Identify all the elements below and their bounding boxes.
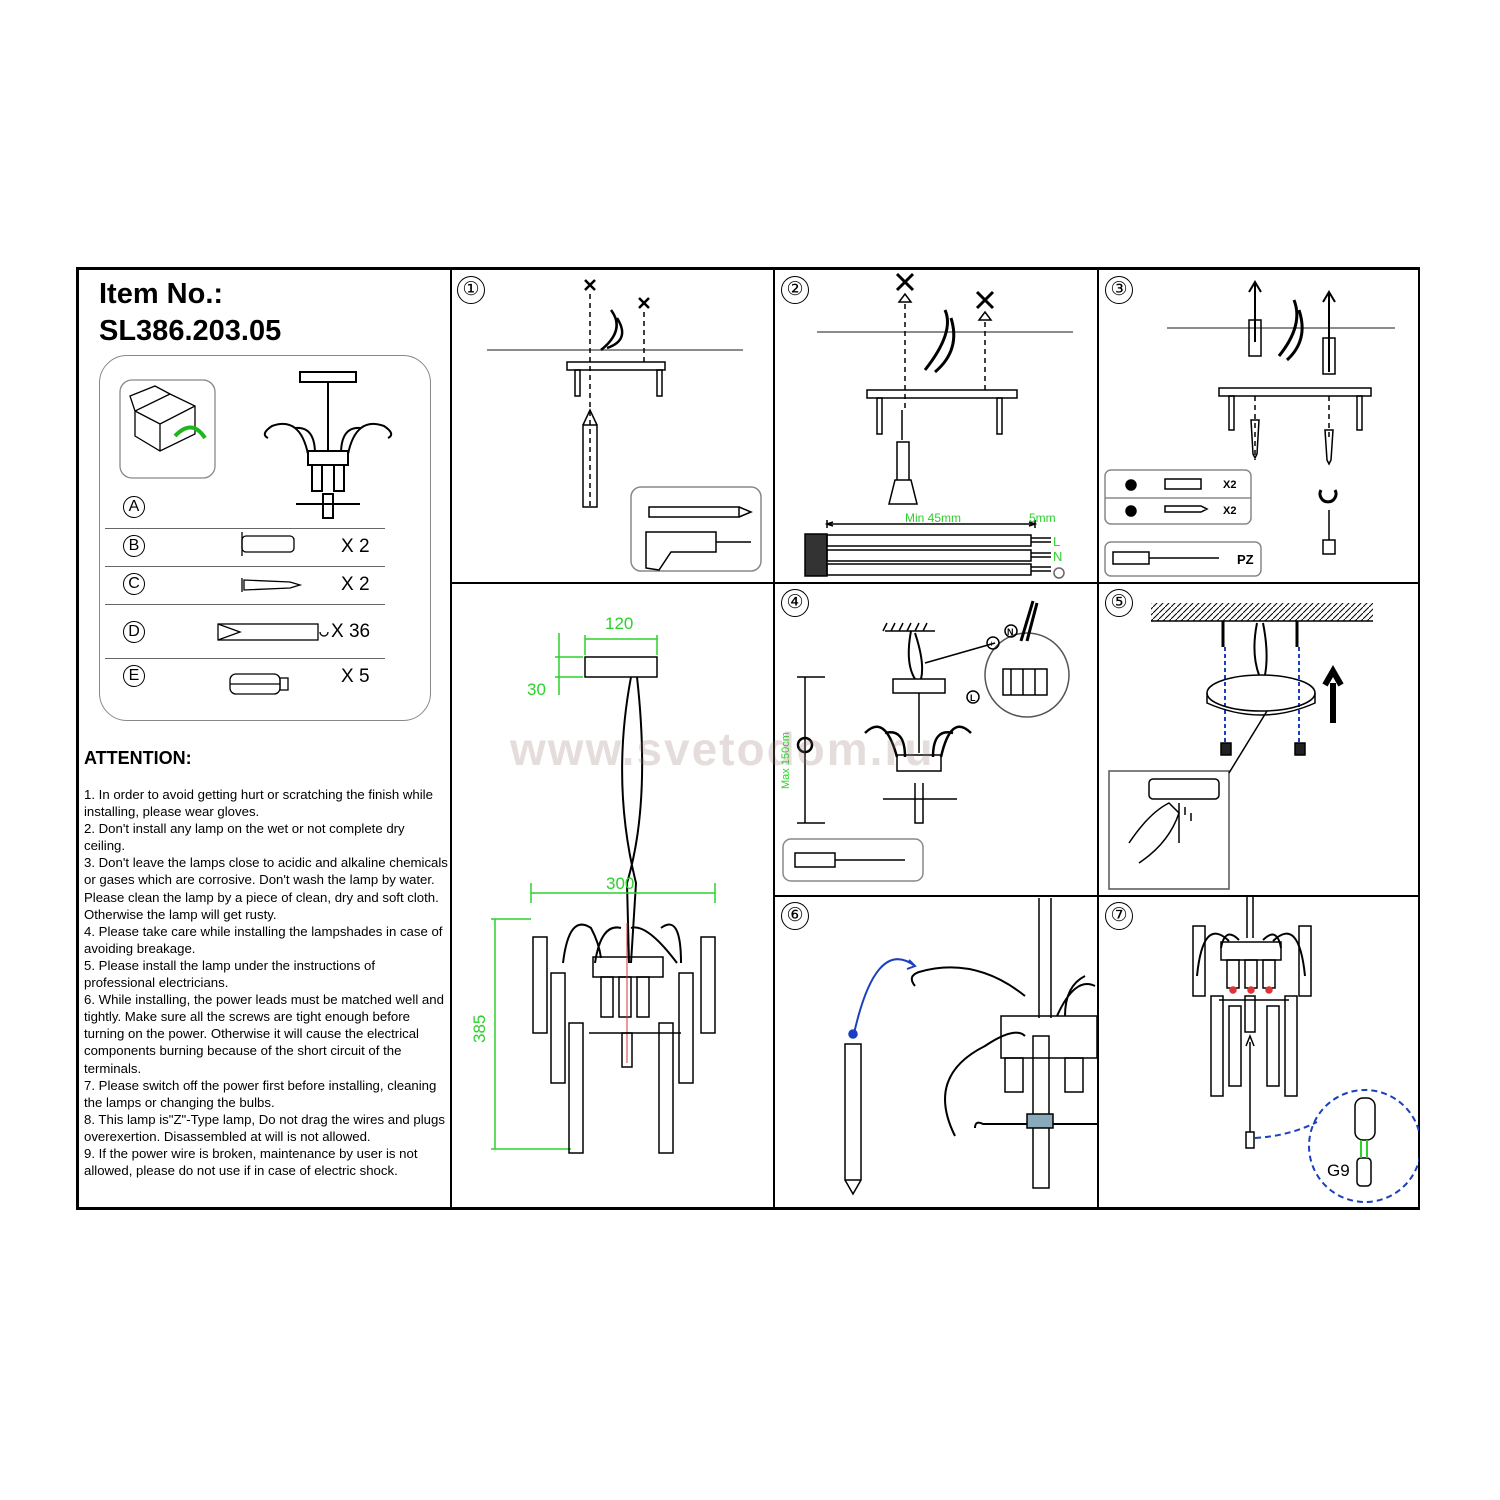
screw-drawing: [241, 578, 303, 592]
unbox-icon: [119, 379, 216, 479]
step-5-drawing: [1108, 603, 1373, 890]
g9-bulb-drawing: [229, 673, 289, 695]
ground-icon: [1053, 567, 1065, 579]
screwdriver-icon: [794, 852, 905, 868]
attention-item: 7. Please switch off the power first bef…: [84, 1077, 437, 1110]
step-number: ⑥: [781, 902, 809, 930]
attention-item: 1. In order to avoid getting hurt or scr…: [84, 787, 433, 820]
attention-item: 4. Please take care while installing the…: [84, 923, 443, 956]
bulb-type-label: G9: [1327, 1161, 1350, 1180]
dimensions-panel: 120 30 300 385: [450, 582, 774, 1208]
step-number: ③: [1105, 276, 1133, 304]
step-4-drawing: + N L Max 150cm: [780, 600, 1070, 882]
attention-item: 2. Don't install any lamp on the wet or …: [84, 821, 405, 854]
step-number: ⑤: [1105, 589, 1133, 617]
step-7-drawing: G9: [1192, 896, 1419, 1203]
strip-length-label: Min 45mm: [905, 511, 961, 525]
instruction-sheet: Item No.: SL386.203.05: [76, 267, 1420, 1210]
wire-n-label: N: [1053, 549, 1062, 564]
part-qty: X 5: [341, 666, 370, 687]
parts-and-attention-panel: Item No.: SL386.203.05: [78, 269, 452, 1208]
step-1-panel: ①: [450, 269, 774, 584]
part-letter: E: [123, 665, 145, 687]
screwdriver-type: PZ: [1237, 552, 1254, 567]
anchor-drawing: [241, 532, 295, 556]
step-6-panel: ⑥: [774, 895, 1098, 1208]
dimensions-drawing: 120 30 300 385: [470, 614, 716, 1154]
step-number: ②: [781, 276, 809, 304]
terminal-n-label: N: [1007, 627, 1014, 637]
step-3-drawing: X2 X2 PZ: [1104, 280, 1395, 577]
step-7-panel: ⑦ G9: [1098, 895, 1420, 1208]
parts-drawings: [119, 371, 393, 695]
canopy-height-label: 30: [527, 680, 546, 699]
attention-item: 6. While installing, the power leads mus…: [84, 992, 444, 1076]
step-3-panel: ③ X2 X2 PZ: [1098, 269, 1420, 584]
chandelier-drawing: [263, 371, 393, 519]
part-qty: X 2: [341, 536, 370, 557]
step-1-drawing: [487, 279, 762, 572]
item-title: Item No.: SL386.203.05: [99, 276, 281, 350]
part-row-e: E X 5: [105, 658, 385, 695]
body-height-label: 385: [470, 1015, 489, 1043]
crystal-prism-drawing: [217, 623, 329, 641]
part-qty: X 2: [341, 574, 370, 595]
step-number: ⑦: [1105, 902, 1133, 930]
attention-item: 9. If the power wire is broken, maintena…: [84, 1145, 418, 1179]
item-label: Item No.:: [99, 278, 224, 310]
item-number: SL386.203.05: [99, 315, 282, 347]
anchor-qty: X2: [1223, 479, 1236, 491]
part-qty: X 36: [331, 621, 371, 642]
attention-item: 5. Please install the lamp under the ins…: [84, 957, 376, 991]
attention-item: 3. Don't leave the lamps close to acidic…: [84, 855, 448, 922]
screwdriver-icon: [1112, 551, 1219, 565]
canopy-width-label: 120: [605, 614, 633, 633]
parts-list: [99, 355, 431, 721]
step-2-drawing: Min 45mm 5mm L N: [804, 272, 1073, 579]
part-letter: C: [123, 573, 145, 595]
attention-heading: ATTENTION:: [84, 748, 192, 768]
step-5-panel: ⑤: [1098, 582, 1420, 897]
part-row-b: B X 2: [105, 528, 385, 565]
attention-list: 1. In order to avoid getting hurt or scr…: [84, 786, 449, 1179]
body-width-label: 300: [606, 874, 634, 893]
bare-length-label: 5mm: [1029, 511, 1056, 525]
part-letter: D: [123, 621, 145, 643]
step-number: ④: [781, 589, 809, 617]
max-height-label: Max 150cm: [780, 732, 792, 789]
part-row-a: A: [105, 490, 385, 526]
step-2-panel: ② Min 45mm 5mm L N: [774, 269, 1098, 584]
part-letter: B: [123, 535, 145, 557]
wire-l-label: L: [1053, 534, 1060, 549]
step-number: ①: [457, 276, 485, 304]
step-6-drawing: [844, 898, 1097, 1196]
terminal-l-label: L: [970, 693, 976, 703]
step-4-panel: ④ + N L Max 150cm: [774, 582, 1098, 897]
part-letter: A: [123, 496, 145, 518]
svg-text:+: +: [989, 639, 994, 649]
part-row-c: C X 2: [105, 566, 385, 603]
watermark: www.svetodom.ru: [510, 723, 935, 775]
attention-item: 8. This lamp is"Z"-Type lamp, Do not dra…: [84, 1111, 445, 1144]
part-row-d: D X 36: [105, 604, 385, 657]
screw-qty: X2: [1223, 505, 1236, 517]
